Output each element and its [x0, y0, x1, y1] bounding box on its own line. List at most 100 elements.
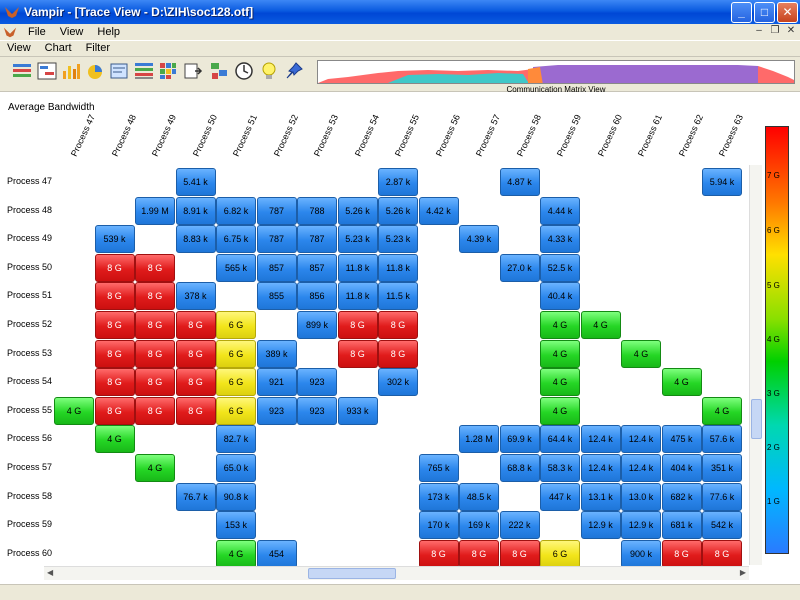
matrix-cell[interactable]: 8 G [175, 368, 216, 397]
matrix-cell[interactable]: 923 [297, 396, 337, 425]
matrix-cell[interactable]: 65.0 k [216, 454, 256, 482]
matrix-cell[interactable]: 6 G [216, 339, 256, 368]
matrix-cell[interactable]: 5.23 k [378, 225, 418, 254]
trace-overview-strip[interactable] [317, 60, 795, 84]
matrix-cell[interactable]: 1.99 M [135, 196, 175, 225]
matrix-cell[interactable]: 4 G [580, 311, 621, 339]
matrix-cell[interactable]: 4 G [540, 339, 580, 368]
matrix-cell[interactable]: 82.7 k [216, 425, 256, 454]
matrix-cell[interactable]: 5.26 k [378, 196, 418, 225]
matrix-cell[interactable]: 90.8 k [216, 482, 256, 511]
matrix-cell[interactable]: 475 k [661, 425, 702, 454]
matrix-cell[interactable]: 4 G [621, 339, 661, 368]
matrix-cell[interactable]: 8 G [135, 311, 175, 339]
vertical-scrollbar[interactable] [749, 165, 762, 565]
matrix-cell[interactable]: 5.26 k [337, 196, 378, 225]
matrix-cell[interactable]: 8 G [94, 339, 135, 368]
matrix-cell[interactable]: 4 G [135, 454, 175, 482]
matrix-cell[interactable]: 69.9 k [499, 425, 540, 454]
matrix-cell[interactable]: 351 k [702, 454, 742, 482]
matrix-cell[interactable]: 302 k [378, 368, 418, 397]
pin-icon[interactable] [284, 61, 304, 81]
matrix-cell[interactable]: 4 G [94, 425, 135, 454]
matrix-cell[interactable]: 12.4 k [580, 454, 621, 482]
matrix-cell[interactable]: 4 G [661, 368, 702, 397]
matrix-cell[interactable]: 8 G [418, 539, 459, 568]
matrix-cell[interactable]: 8 G [702, 539, 742, 568]
info-lightbulb-icon[interactable] [259, 61, 279, 81]
matrix-cell[interactable]: 169 k [459, 511, 499, 540]
matrix-cell[interactable]: 77.6 k [702, 482, 742, 511]
matrix-cell[interactable]: 787 [297, 225, 337, 254]
menu-filter[interactable]: Filter [85, 42, 111, 54]
matrix-cell[interactable]: 923 [256, 396, 297, 425]
matrix-cell[interactable]: 8 G [661, 539, 702, 568]
matrix-cell[interactable]: 933 k [337, 396, 378, 425]
matrix-cell[interactable]: 404 k [661, 454, 702, 482]
matrix-cell[interactable]: 6 G [540, 539, 580, 568]
matrix-cell[interactable]: 11.8 k [378, 253, 418, 282]
menu-help[interactable]: Help [97, 26, 121, 38]
matrix-cell[interactable]: 857 [297, 253, 337, 282]
matrix-cell[interactable]: 787 [256, 225, 297, 254]
matrix-cell[interactable]: 389 k [256, 339, 297, 368]
matrix-cell[interactable]: 12.4 k [621, 454, 661, 482]
matrix-cell[interactable]: 4 G [54, 396, 94, 425]
clock-icon[interactable] [234, 61, 254, 81]
matrix-cell[interactable]: 170 k [418, 511, 459, 540]
matrix-cell[interactable]: 765 k [418, 454, 459, 482]
matrix-cell[interactable]: 8 G [94, 368, 135, 397]
matrix-cell[interactable]: 8 G [135, 253, 175, 282]
matrix-cell[interactable]: 923 [297, 368, 337, 397]
matrix-cell[interactable]: 5.94 k [702, 168, 742, 196]
matrix-cell[interactable]: 8 G [459, 539, 499, 568]
matrix-cell[interactable]: 8 G [175, 311, 216, 339]
matrix-cell[interactable]: 8 G [175, 339, 216, 368]
matrix-cell[interactable]: 787 [256, 196, 297, 225]
matrix-cell[interactable]: 4.42 k [418, 196, 459, 225]
matrix-cell[interactable]: 4 G [540, 396, 580, 425]
matrix-cell[interactable]: 8 G [378, 339, 418, 368]
menu-trace-view[interactable]: View [7, 42, 31, 54]
matrix-cell[interactable]: 8 G [94, 396, 135, 425]
matrix-cell[interactable]: 12.9 k [621, 511, 661, 540]
matrix-cell[interactable]: 4 G [216, 539, 256, 568]
matrix-cell[interactable]: 5.41 k [175, 168, 216, 196]
function-summary-icon[interactable] [85, 61, 105, 81]
counter-timeline-icon[interactable] [61, 61, 81, 81]
process-timeline-icon[interactable] [37, 61, 57, 81]
matrix-cell[interactable]: 173 k [418, 482, 459, 511]
timeline-icon[interactable] [12, 61, 32, 81]
matrix-cell[interactable]: 8 G [175, 396, 216, 425]
matrix-cell[interactable]: 64.4 k [540, 425, 580, 454]
scroll-left-arrow-icon[interactable]: ◀ [47, 568, 54, 577]
matrix-cell[interactable]: 681 k [661, 511, 702, 540]
matrix-cell[interactable]: 8 G [499, 539, 540, 568]
matrix-cell[interactable]: 8 G [135, 339, 175, 368]
matrix-cell[interactable]: 222 k [499, 511, 540, 540]
mdi-minimize-button[interactable]: – [756, 25, 762, 36]
process-summary-icon[interactable] [134, 61, 154, 81]
matrix-cell[interactable]: 855 [256, 282, 297, 311]
matrix-cell[interactable]: 8 G [135, 396, 175, 425]
matrix-cell[interactable]: 2.87 k [378, 168, 418, 196]
matrix-cell[interactable]: 542 k [702, 511, 742, 540]
matrix-cell[interactable]: 8.83 k [175, 225, 216, 254]
matrix-cell[interactable]: 6 G [216, 368, 256, 397]
matrix-cell[interactable]: 6 G [216, 311, 256, 339]
matrix-cell[interactable]: 11.8 k [337, 282, 378, 311]
matrix-cell[interactable]: 900 k [621, 539, 661, 568]
matrix-cell[interactable]: 5.23 k [337, 225, 378, 254]
matrix-cell[interactable]: 454 [256, 539, 297, 568]
matrix-cell[interactable]: 4 G [540, 368, 580, 397]
matrix-cell[interactable]: 27.0 k [499, 253, 540, 282]
matrix-cell[interactable]: 565 k [216, 253, 256, 282]
matrix-cell[interactable]: 4.39 k [459, 225, 499, 254]
matrix-cell[interactable]: 6 G [216, 396, 256, 425]
call-tree-icon[interactable] [209, 61, 229, 81]
matrix-cell[interactable]: 8 G [94, 282, 135, 311]
matrix-cell[interactable]: 153 k [216, 511, 256, 540]
minimize-button[interactable]: _ [731, 1, 752, 23]
matrix-cell[interactable]: 899 k [297, 311, 337, 339]
mdi-close-button[interactable]: ✕ [786, 25, 796, 36]
